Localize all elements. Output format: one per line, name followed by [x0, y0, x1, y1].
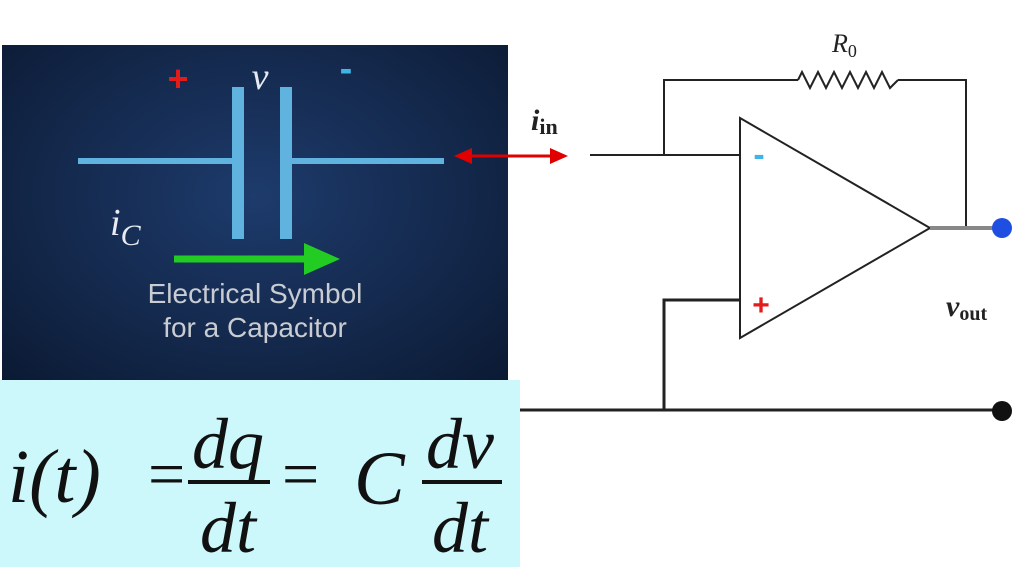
resistor-label-sub: 0 — [848, 41, 857, 61]
capacitor-minus-sign: - — [340, 48, 353, 90]
inverting-input-sign: - — [753, 136, 764, 174]
fraction2-denominator: dt — [432, 488, 490, 567]
output-voltage-sub: out — [959, 303, 987, 325]
equation-equals-1: = — [148, 438, 185, 511]
feedback-wire-right — [898, 79, 967, 228]
noninverting-wire — [662, 298, 740, 410]
capacitor-symbol-drawing: + - v iC — [78, 48, 444, 275]
capacitor-symbol-panel: + - v iC Electrical Symbol for a Capacit… — [2, 45, 508, 380]
resistor-label: R0 — [831, 29, 857, 61]
current-arrow-head — [304, 243, 340, 275]
fraction2-numerator: dv — [426, 404, 494, 484]
opamp-triangle — [739, 116, 932, 340]
equation-equals-2: = — [282, 438, 319, 511]
capacitor-equation: i(t) = dq dt = C dv dt — [8, 404, 502, 567]
capacitor-current-main: i — [110, 202, 121, 244]
output-voltage-label: vout — [946, 290, 987, 325]
input-current-label: iin — [531, 104, 558, 139]
link-arrow-left-head — [454, 148, 472, 164]
output-terminal-dot — [992, 218, 1012, 238]
resistor-zigzag — [797, 69, 899, 91]
capacitor-left-plate — [232, 87, 244, 239]
input-current-sub: in — [539, 114, 557, 139]
feedback-wire-left — [663, 79, 798, 155]
capacitor-voltage-label: v — [252, 56, 269, 98]
capacitor-caption-line2: for a Capacitor — [163, 312, 347, 343]
noninverting-input-sign: + — [752, 289, 770, 322]
capacitor-equation-panel: i(t) = dq dt = C dv dt — [0, 380, 520, 567]
capacitor-plus-sign: + — [167, 58, 188, 99]
equation-coefficient: C — [354, 437, 406, 521]
capacitor-caption-line1: Electrical Symbol — [147, 278, 363, 309]
fraction1-numerator: dq — [192, 404, 264, 484]
capacitor-right-plate — [280, 87, 292, 239]
capacitor-current-sub: C — [121, 219, 142, 252]
capacitor-current-label: iC — [110, 202, 142, 252]
link-arrow-right-head — [550, 148, 568, 164]
equation-lhs: i(t) — [8, 435, 101, 519]
resistor-label-main: R — [831, 29, 848, 58]
input-current-main: i — [531, 104, 540, 137]
fraction1-denominator: dt — [200, 488, 258, 567]
ground-terminal-dot — [992, 401, 1012, 421]
output-voltage-main: v — [946, 290, 960, 323]
